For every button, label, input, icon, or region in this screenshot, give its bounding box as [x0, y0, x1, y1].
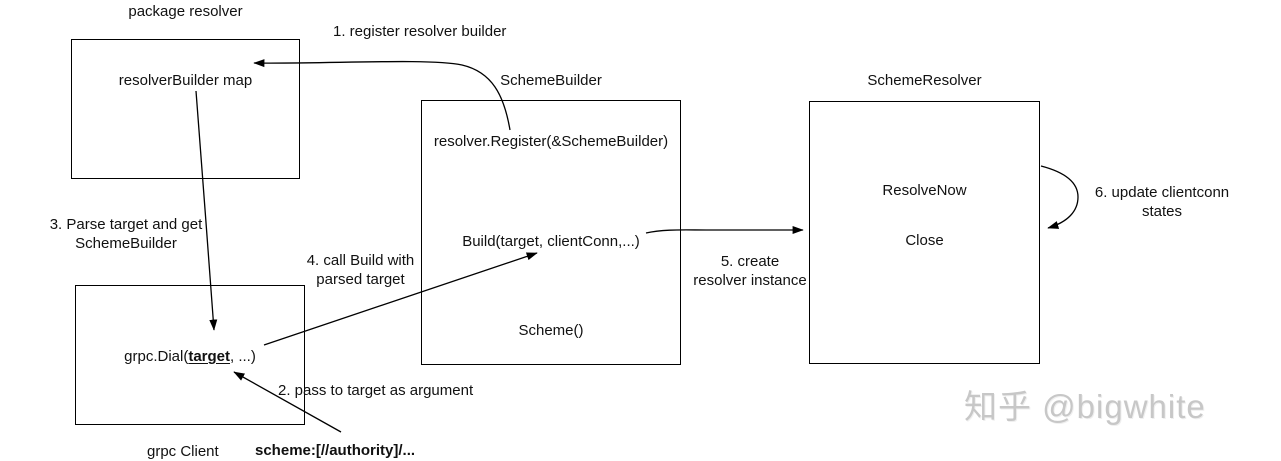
- grpc-dial-suffix: , ...): [230, 348, 256, 365]
- step3-line1: 3. Parse target and get: [49, 216, 203, 233]
- step6-line1: 6. update clientconn: [1094, 184, 1230, 201]
- scheme-builder-method-scheme: Scheme(): [518, 322, 584, 339]
- target-format-label: scheme:[//authority]/...: [255, 442, 416, 459]
- scheme-resolver-method-close: Close: [905, 232, 944, 249]
- step1-label: 1. register resolver builder: [333, 23, 507, 40]
- resolver-map-label: resolverBuilder map: [118, 72, 253, 89]
- step6-label: 6. update clientconn states: [1082, 183, 1242, 221]
- step4-line2: parsed target: [316, 271, 405, 288]
- step6-line2: states: [1141, 203, 1183, 220]
- step3-label: 3. Parse target and get SchemeBuilder: [30, 215, 222, 253]
- resolver-map-box: [71, 39, 300, 179]
- step6-update-states-arrow: [1040, 165, 1079, 229]
- step5-line1: 5. create: [720, 253, 780, 270]
- scheme-builder-method-build: Build(target, clientConn,...): [462, 233, 640, 250]
- step5-line2: resolver instance: [693, 272, 807, 289]
- step4-label: 4. call Build with parsed target: [293, 251, 428, 289]
- step5-label: 5. create resolver instance: [686, 252, 814, 290]
- zhihu-watermark: 知乎 @bigwhite: [964, 388, 1206, 425]
- grpc-dial-target-arg: target: [188, 348, 231, 365]
- scheme-builder-method-register: resolver.Register(&SchemeBuilder): [433, 133, 669, 150]
- grpc-dial-call: grpc.Dial(target, ...): [75, 347, 305, 366]
- step2-label: 2. pass to target as argument: [278, 382, 474, 399]
- scheme-resolver-method-resolvenow: ResolveNow: [882, 182, 967, 199]
- step4-line1: 4. call Build with: [306, 252, 415, 269]
- grpc-dial-prefix: grpc.Dial(: [124, 348, 189, 365]
- step3-line2: SchemeBuilder: [75, 235, 177, 252]
- package-resolver-label: package resolver: [128, 3, 243, 20]
- grpc-client-label: grpc Client: [147, 443, 219, 460]
- scheme-resolver-title: SchemeResolver: [867, 72, 982, 89]
- scheme-builder-title: SchemeBuilder: [500, 72, 602, 89]
- scheme-resolver-box: [809, 101, 1040, 364]
